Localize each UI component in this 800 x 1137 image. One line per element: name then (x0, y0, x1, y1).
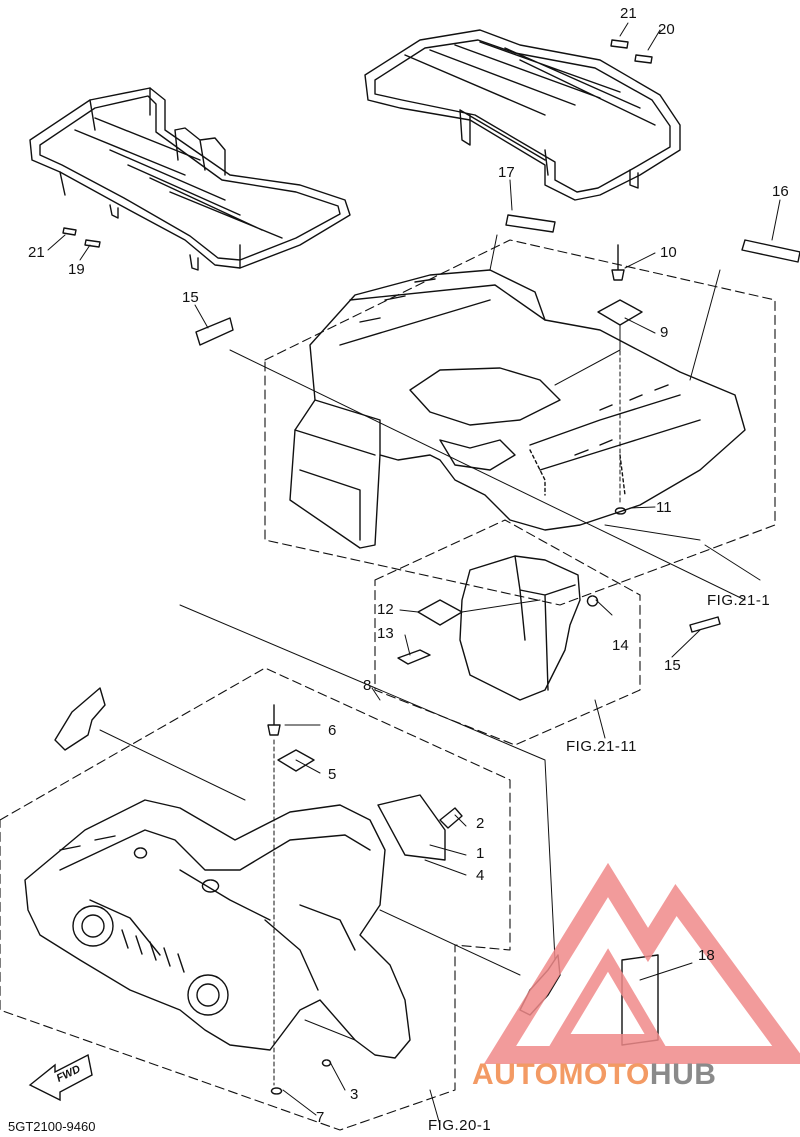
fig-ref-rear-fender: FIG.21-1 (707, 592, 771, 609)
callout-13: 13 (377, 625, 394, 642)
callout-16: 16 (772, 183, 789, 200)
brand-watermark: AUTOMOTOHUB (472, 1058, 716, 1092)
front-shield-panel (54, 687, 106, 751)
rear-carrier-rack (364, 29, 681, 201)
front-fender (24, 799, 411, 1059)
rear-fender (289, 269, 746, 549)
grommet-14 (586, 595, 599, 607)
brand-part-2: HUB (649, 1058, 717, 1091)
front-carrier-rack (29, 87, 351, 271)
washer-11 (614, 507, 627, 515)
fwd-arrow-icon (28, 1053, 93, 1102)
callout-4: 4 (476, 867, 485, 884)
callout-12: 12 (377, 601, 394, 618)
washer-7 (270, 1087, 283, 1095)
clip-15b (689, 616, 721, 633)
callout-19: 19 (68, 261, 85, 278)
nut-3 (321, 1059, 332, 1067)
clip-21a (610, 39, 629, 49)
callout-6: 6 (328, 722, 337, 739)
rear-flap-group-box (374, 519, 641, 746)
label-plate-15 (195, 317, 234, 346)
plate-12 (417, 599, 463, 626)
rear-mud-flap (459, 555, 581, 701)
plate-5 (277, 749, 315, 772)
callout-21-top: 21 (620, 5, 637, 22)
callout-11: 11 (656, 499, 672, 516)
callout-3: 3 (350, 1086, 359, 1103)
bolt-13 (397, 649, 431, 665)
fig-ref-front-fender: FIG.20-1 (428, 1117, 492, 1134)
plate-1 (377, 794, 446, 861)
callout-20: 20 (658, 21, 675, 38)
brand-logo-icon (483, 862, 800, 1064)
rear-fender-group-box (264, 239, 776, 606)
emblem-17 (505, 214, 556, 233)
emblem-16 (741, 239, 800, 263)
callout-10: 10 (660, 244, 677, 261)
bolt-6 (267, 704, 281, 736)
callout-5: 5 (328, 766, 337, 783)
callout-9: 9 (660, 324, 669, 341)
callout-2: 2 (476, 815, 485, 832)
plate-9 (597, 299, 643, 326)
callout-15-right: 15 (664, 657, 681, 674)
callout-8: 8 (363, 677, 372, 694)
callout-21-left: 21 (28, 244, 45, 261)
bolt-10 (611, 244, 625, 281)
callout-7: 7 (316, 1109, 325, 1126)
callout-1: 1 (476, 845, 485, 862)
clip-21b (62, 227, 77, 236)
callout-18: 18 (698, 947, 715, 964)
callout-14: 14 (612, 637, 629, 654)
diagram-code: 5GT2100-9460 (8, 1119, 96, 1134)
callout-17: 17 (498, 164, 515, 181)
callout-15-top: 15 (182, 289, 199, 306)
brand-part-1: AUTOMOTO (472, 1058, 650, 1091)
bolt-2 (439, 807, 463, 829)
clip-20 (634, 54, 653, 64)
fig-ref-rear-flap: FIG.21-11 (566, 738, 637, 755)
clip-19 (84, 239, 101, 248)
